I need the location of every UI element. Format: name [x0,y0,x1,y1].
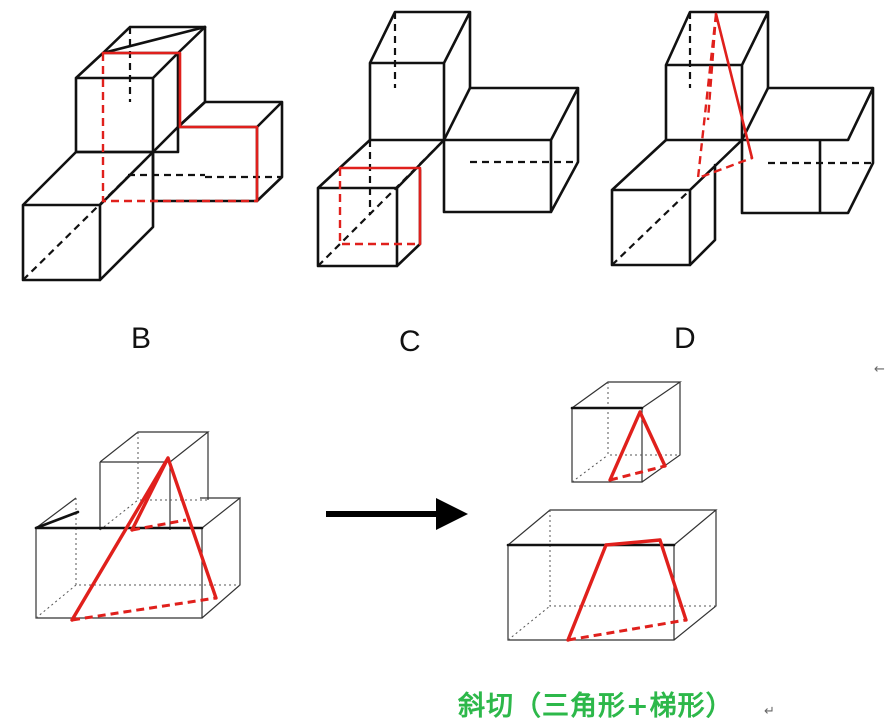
figure-d-top-cube [664,10,770,142]
figure-b [21,25,284,282]
side-arrow-mark: ← [874,362,885,377]
cut-caption: 斜切（三角形+梯形） [458,691,734,722]
cut-result-small-cube [570,381,682,483]
figure-b-top-cube [74,25,207,154]
figure-c-top-cube [368,10,472,142]
figure-c-right-cube [442,86,580,214]
figure-c [316,10,580,268]
option-label-c: C [399,325,421,358]
figure-c-section-outline [338,166,422,246]
transform-arrow [326,498,468,530]
figure-d-front-cube [610,138,744,267]
figure-c-front-cube [316,138,446,268]
option-label-d: D [674,322,696,355]
figure-b-front-cube [21,150,205,282]
paragraph-return-mark: ↵ [764,704,775,719]
figure-b-section-outline [101,51,259,203]
option-label-b: B [131,322,152,355]
figure-d-section-outline [696,12,754,180]
figure-d [610,10,875,267]
cut-result-trapezoid-box [506,509,718,642]
figure-d-right-cube [740,86,875,215]
oblique-cut-solid [34,431,241,622]
